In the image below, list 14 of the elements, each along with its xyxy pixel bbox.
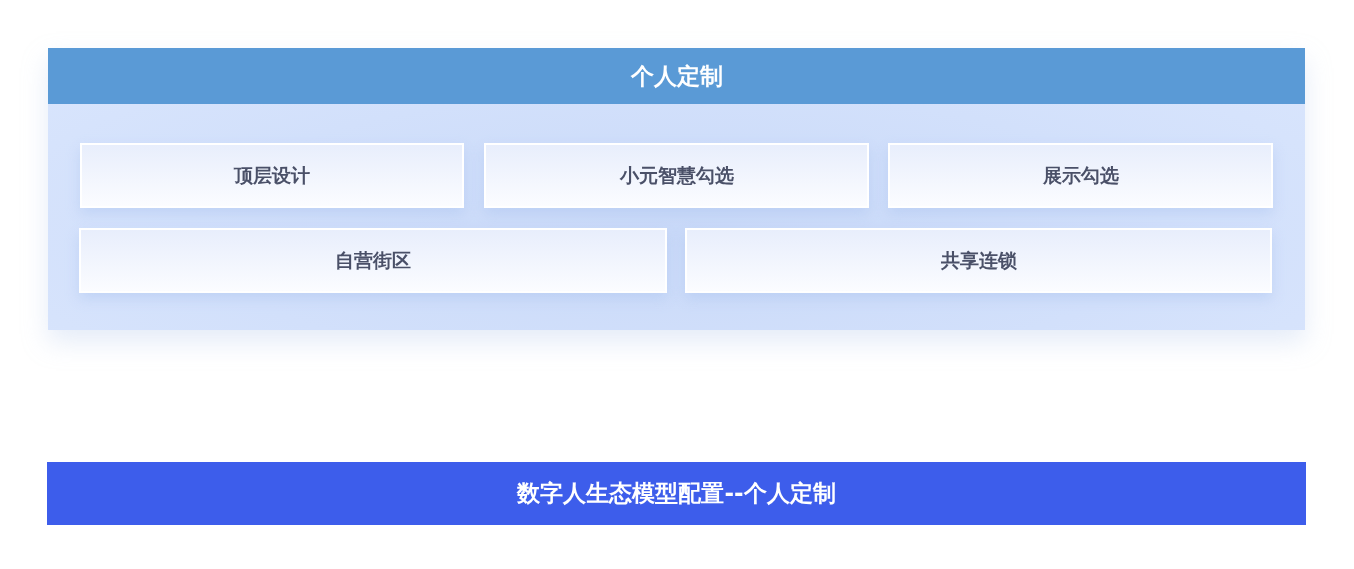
- option-card: [79, 228, 667, 293]
- option-card: [888, 143, 1273, 208]
- option-card: [685, 228, 1272, 293]
- panel-header: 个人定制: [48, 48, 1305, 104]
- option-label: 自营街区: [335, 247, 411, 273]
- panel-card: [48, 48, 1305, 330]
- title-banner: [47, 462, 1306, 525]
- option-card: [484, 143, 869, 208]
- option-card: [80, 143, 464, 208]
- banner-title: 数字人生态模型配置--个人定制: [517, 479, 836, 508]
- option-label: 展示勾选: [1042, 162, 1119, 188]
- option-label: 小元智慧勾选: [619, 162, 734, 188]
- option-label: 顶层设计: [234, 162, 310, 188]
- option-label: 共享连锁: [940, 247, 1017, 273]
